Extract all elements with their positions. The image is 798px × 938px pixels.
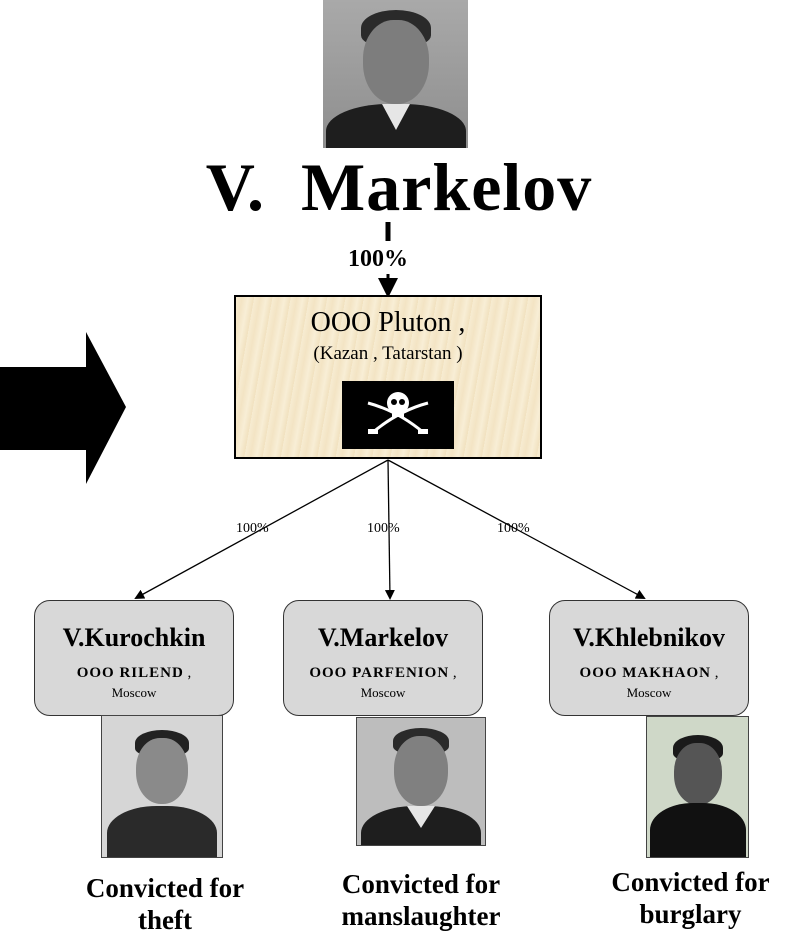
subsidiary-company: OOO PARFENION , bbox=[309, 665, 457, 681]
subsidiary-person-name: V.Kurochkin bbox=[62, 623, 206, 652]
ownership-percent-label: 100% bbox=[348, 246, 408, 272]
edge-label-left: 100% bbox=[236, 521, 269, 536]
portrait-markelov bbox=[356, 717, 486, 846]
subsidiary-box-khlebnikov: V.Khlebnikov OOO MAKHAON , Moscow bbox=[549, 600, 749, 716]
caption-markelov: Convicted for manslaughter bbox=[341, 869, 501, 931]
subsidiary-city: Moscow bbox=[111, 685, 157, 700]
edge-label-right: 100% bbox=[497, 521, 530, 536]
edge-line-left bbox=[134, 459, 389, 599]
edge-line-middle bbox=[384, 459, 395, 600]
portrait-khlebnikov bbox=[646, 716, 749, 858]
edge-label-middle: 100% bbox=[367, 521, 400, 536]
parent-company-name: OOO Pluton , bbox=[310, 307, 466, 338]
subsidiary-person-name: V.Markelov bbox=[317, 623, 449, 652]
subsidiary-company: OOO MAKHAON , bbox=[579, 665, 719, 681]
page-title: V. Markelov bbox=[205, 149, 593, 225]
subsidiary-city: Moscow bbox=[360, 685, 406, 700]
subsidiary-city: Moscow bbox=[626, 685, 672, 700]
portrait-top bbox=[323, 0, 468, 148]
subsidiary-company: OOO RILEND , bbox=[76, 665, 192, 681]
caption-kurochkin: Convicted for theft bbox=[85, 873, 245, 935]
portrait-kurochkin bbox=[101, 715, 223, 858]
big-right-arrow-icon bbox=[0, 332, 126, 484]
edge-line-right bbox=[387, 459, 646, 599]
caption-khlebnikov: Convicted for burglary bbox=[611, 867, 770, 929]
jolly-roger-icon bbox=[342, 381, 454, 449]
subsidiary-box-markelov: V.Markelov OOO PARFENION , Moscow bbox=[283, 600, 483, 716]
subsidiary-box-kurochkin: V.Kurochkin OOO RILEND , Moscow bbox=[34, 600, 234, 716]
parent-company-location: (Kazan , Tatarstan ) bbox=[313, 343, 463, 364]
parent-company-box: OOO Pluton , (Kazan , Tatarstan ) bbox=[234, 295, 542, 459]
subsidiary-person-name: V.Khlebnikov bbox=[573, 623, 725, 652]
